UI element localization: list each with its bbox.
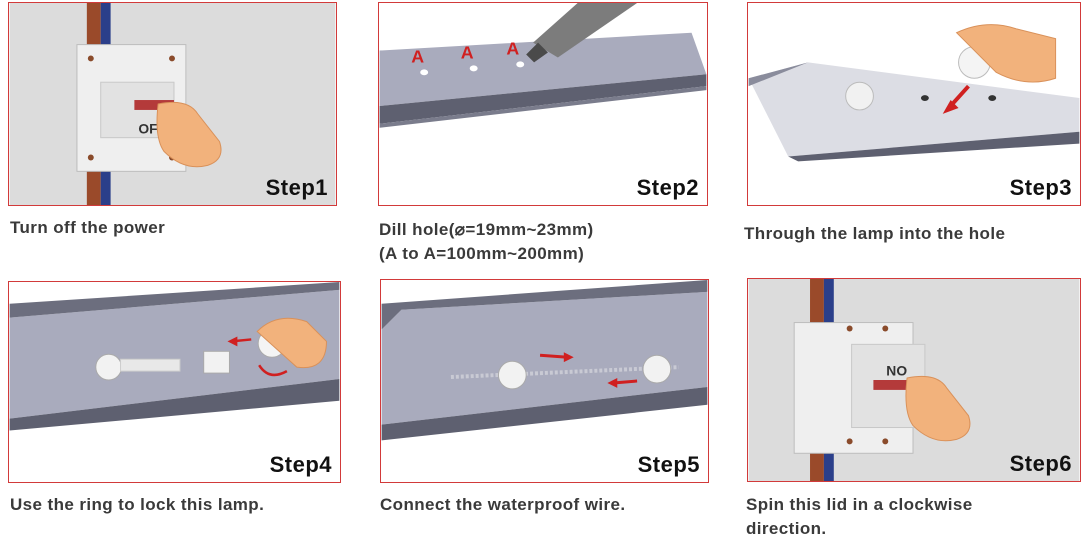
step1-panel: OFF Step1 — [8, 2, 337, 206]
step5-caption: Connect the waterproof wire. — [380, 493, 625, 517]
caption-line: Through the lamp into the hole — [744, 222, 1005, 246]
svg-text:A: A — [506, 38, 519, 58]
step6-caption: Spin this lid in a clockwise direction. — [746, 493, 973, 541]
step2-panel: A A A Step2 — [378, 2, 708, 206]
step3-panel: Step3 — [747, 2, 1081, 206]
caption-line: Spin this lid in a clockwise — [746, 493, 973, 517]
svg-text:ON: ON — [886, 363, 907, 379]
svg-text:A: A — [461, 42, 474, 62]
caption-line: Turn off the power — [10, 216, 165, 240]
step1-caption: Turn off the power — [10, 216, 165, 240]
step4-label: Step4 — [270, 452, 332, 478]
caption-line: direction. — [746, 517, 973, 541]
caption-line: Dill hole(⌀=19mm~23mm) — [379, 218, 594, 242]
step3-label: Step3 — [1010, 175, 1072, 201]
step6-panel: ON Step6 — [747, 278, 1081, 482]
step4-caption: Use the ring to lock this lamp. — [10, 493, 264, 517]
step4-panel: Step4 — [8, 281, 341, 483]
svg-text:A: A — [411, 46, 424, 66]
step5-label: Step5 — [638, 452, 700, 478]
caption-line: Connect the waterproof wire. — [380, 493, 625, 517]
caption-line: (A to A=100mm~200mm) — [379, 242, 594, 266]
step6-label: Step6 — [1010, 451, 1072, 477]
caption-line: Use the ring to lock this lamp. — [10, 493, 264, 517]
step5-panel: Step5 — [380, 279, 709, 483]
step1-label: Step1 — [266, 175, 328, 201]
step2-caption: Dill hole(⌀=19mm~23mm) (A to A=100mm~200… — [379, 218, 594, 266]
step3-caption: Through the lamp into the hole — [744, 222, 1005, 246]
step2-label: Step2 — [637, 175, 699, 201]
